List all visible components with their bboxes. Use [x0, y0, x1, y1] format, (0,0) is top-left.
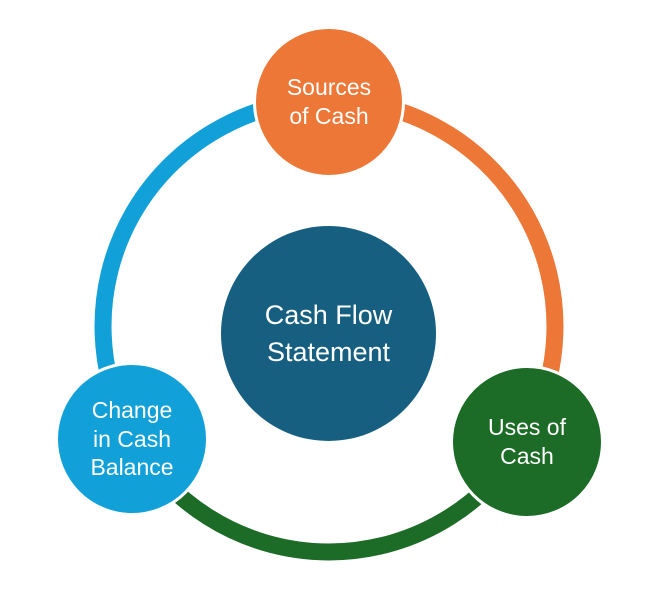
uses-label: Uses of Cash — [488, 414, 566, 469]
center-node-cash-flow-statement: Cash Flow Statement — [221, 226, 436, 441]
node-sources-of-cash: Sources of Cash — [253, 26, 405, 178]
change-label: Change in Cash Balance — [90, 396, 174, 481]
node-change-in-cash-balance: Change in Cash Balance — [55, 362, 209, 516]
sources-label: Sources of Cash — [286, 74, 372, 129]
node-uses-of-cash: Uses of Cash — [450, 365, 604, 519]
center-label: Cash Flow Statement — [264, 300, 393, 367]
